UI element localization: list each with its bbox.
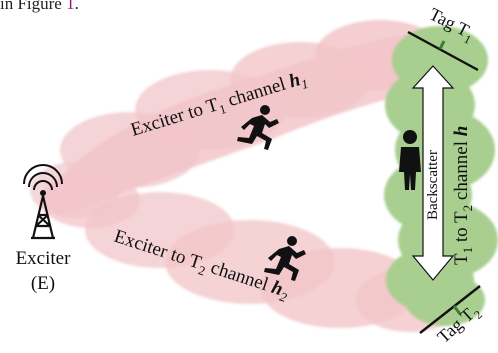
caption-end: . [74, 0, 79, 13]
tag-t1-sub: 1 [462, 32, 474, 47]
channel-h1-symbol-sub: 1 [299, 76, 310, 92]
antenna-tower-icon [23, 164, 63, 240]
standing-person-icon [399, 130, 421, 190]
channel-h-label: T1 to T2 channel h [451, 126, 475, 265]
runner-icon [237, 105, 279, 150]
tag-t1-marker [407, 30, 479, 72]
channel-h1-region [30, 20, 449, 218]
channel-h-p2: to T [451, 211, 472, 247]
backscatter-label: Backscatter [425, 150, 441, 220]
channel-h-s2: 2 [460, 205, 475, 212]
channel-h-symbol: h [451, 126, 472, 137]
caption-text: in Figure [0, 0, 67, 13]
runner-icon [264, 236, 306, 281]
figure-ref-link[interactable]: 1 [66, 0, 75, 13]
backscatter-arrow [411, 65, 455, 281]
exciter-label: Exciter [16, 248, 72, 269]
channel-h2-symbol-sub: 2 [278, 289, 289, 305]
channel-h2-sub: 2 [197, 262, 208, 278]
channel-h1-sub: 1 [217, 101, 228, 117]
channel-h-s1: 1 [460, 247, 475, 254]
exciter-abbr: (E) [31, 273, 55, 294]
channel-h-p1: T [451, 253, 472, 265]
channel-h-mid: channel [451, 136, 472, 205]
caption-fragment: in Figure 1. [0, 0, 79, 14]
tag-t2-marker [419, 285, 481, 334]
